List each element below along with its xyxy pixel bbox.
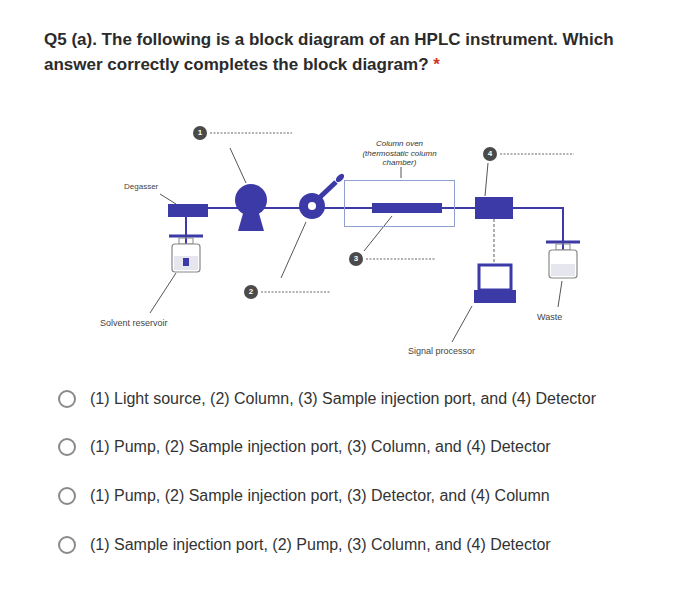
callout-number: 1 xyxy=(198,129,202,137)
solvent-bottle xyxy=(169,236,203,272)
callout-circle: 3 xyxy=(349,252,363,266)
answer-option: (1) Pump, (2) Sample injection port, (3)… xyxy=(90,437,551,456)
radio-buttons xyxy=(59,391,75,553)
callout-circle: 2 xyxy=(244,285,258,299)
waste-bottle xyxy=(546,242,580,278)
part-label: Waste xyxy=(537,312,562,323)
answer-option: (1) Pump, (2) Sample injection port, (3)… xyxy=(90,486,550,505)
leader-lines xyxy=(150,148,562,342)
question-heading: Q5 (a). The following is a block diagram… xyxy=(44,28,664,77)
pump-symbol xyxy=(235,184,267,231)
question-text: Q5 (a). The following is a block diagram… xyxy=(44,30,614,74)
callout-number: 2 xyxy=(249,288,253,296)
callout-circle: 1 xyxy=(193,126,207,140)
column-oven-box: Column oven (thermostatic column chamber… xyxy=(344,180,455,227)
required-mark: * xyxy=(433,55,440,74)
answer-option: (1) Sample injection port, (2) Pump, (3)… xyxy=(90,535,551,554)
answer-option: (1) Light source, (2) Column, (3) Sample… xyxy=(90,389,596,408)
callout-circle: 4 xyxy=(483,147,497,161)
degasser-block xyxy=(168,204,208,217)
signal-wire xyxy=(493,219,494,264)
column-bar xyxy=(372,203,442,213)
signal-processor-symbol xyxy=(474,265,516,303)
part-label: Solvent reservoir xyxy=(100,318,168,329)
oven-heading: Column oven (thermostatic column chamber… xyxy=(357,139,443,167)
part-label: Signal processor xyxy=(408,346,475,357)
injector-symbol xyxy=(299,172,346,219)
callout-number: 3 xyxy=(354,255,358,263)
part-label: Degasser xyxy=(124,182,158,192)
answer-blanks xyxy=(210,133,574,292)
callout-number: 4 xyxy=(488,150,492,158)
oven-pointer xyxy=(401,167,402,178)
detector-block xyxy=(475,197,513,219)
